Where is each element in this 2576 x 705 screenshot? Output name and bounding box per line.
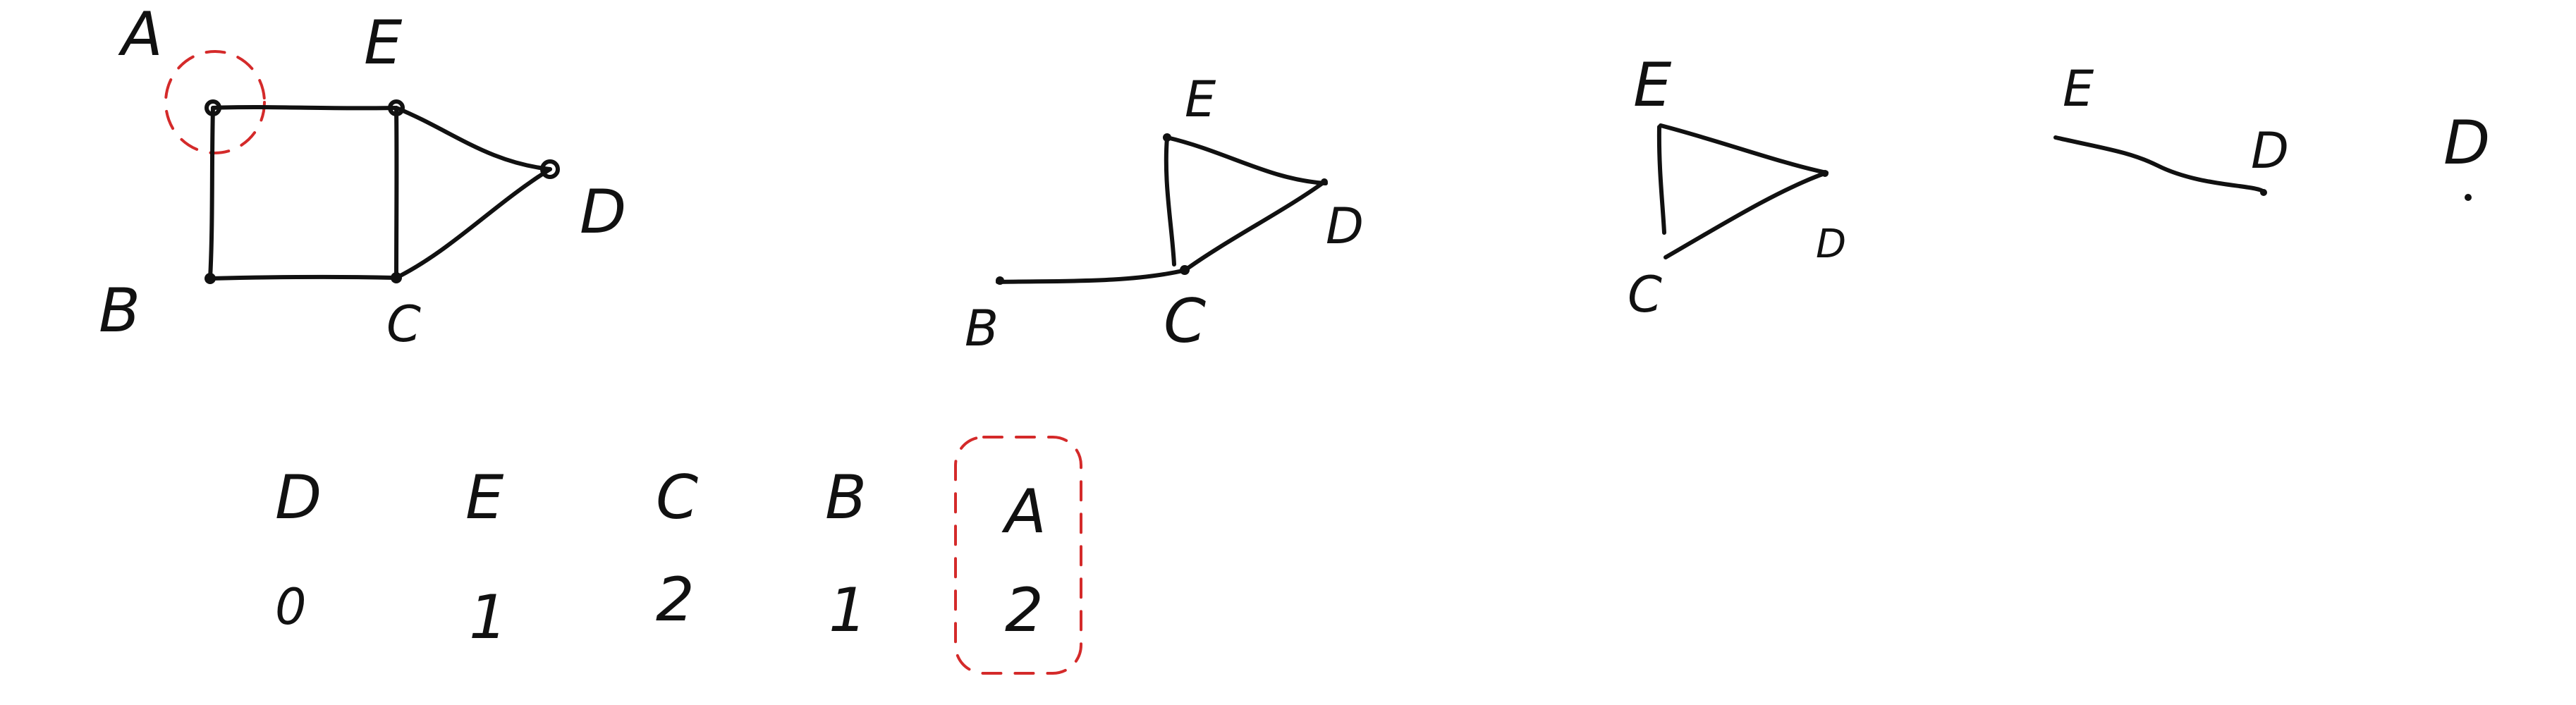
edge-e-d: [2053, 135, 2266, 194]
label-e: E: [1633, 50, 1672, 121]
node-d: [1821, 170, 1829, 177]
label-d: D: [1326, 197, 1364, 255]
label-e: E: [364, 8, 403, 78]
highlight-box-a: [954, 436, 1082, 675]
table-vertex: E: [465, 462, 504, 533]
order-table: D E C B A 0 1 2 1 2: [275, 436, 1082, 675]
node-c: [1180, 265, 1190, 275]
graph-4: E D: [2053, 60, 2289, 196]
node-d: [1321, 178, 1328, 185]
graph-5: D: [2443, 108, 2490, 201]
edge-b-c: [208, 274, 397, 281]
table-vertex: D: [275, 462, 322, 533]
graph-1: A E D B C: [99, 0, 626, 353]
label-c: C: [386, 295, 421, 353]
graph-2: E D C B: [965, 70, 1364, 357]
label-e: E: [2063, 60, 2094, 118]
node-c: [391, 272, 402, 283]
label-b: B: [99, 276, 140, 346]
edge-e-c: [1656, 125, 1666, 235]
table-vertex: B: [825, 462, 867, 533]
edge-e-d: [1659, 123, 1829, 175]
label-d: D: [1816, 221, 1846, 267]
edge-c-d: [394, 167, 552, 280]
label-c: C: [1164, 286, 1206, 357]
table-value: 2: [656, 565, 695, 635]
label-b: B: [965, 300, 999, 357]
table-value: 1: [469, 582, 508, 653]
table-value: 1: [829, 575, 867, 646]
edge-c-d: [1664, 171, 1829, 259]
label-d: D: [2251, 122, 2289, 180]
node-a: [205, 99, 221, 116]
edge-e-d: [394, 106, 552, 171]
label-c: C: [1628, 266, 1662, 324]
edge-a-b: [208, 106, 215, 281]
highlight-circle-a: [164, 50, 266, 154]
table-vertex: C: [656, 462, 698, 533]
label-d: D: [2443, 108, 2490, 178]
node-d: [540, 159, 560, 179]
label-d: D: [580, 177, 626, 247]
node-e: [388, 99, 405, 116]
edge-a-e: [211, 105, 397, 111]
edge-b-c: [996, 268, 1188, 284]
edge-e-d: [1165, 135, 1328, 185]
node-b: [205, 273, 216, 284]
node-b: [996, 276, 1004, 285]
label-e: E: [1185, 70, 1216, 128]
label-a: A: [118, 0, 163, 70]
table-value: 2: [1005, 575, 1044, 646]
graph-3: E D C: [1628, 50, 1846, 324]
table-value: 0: [275, 578, 307, 636]
node-e: [1163, 133, 1171, 142]
table-vertex: A: [1001, 477, 1046, 547]
node-d: [2465, 194, 2472, 201]
edge-e-c: [1164, 135, 1176, 266]
edge-c-d: [1181, 180, 1326, 274]
node-d: [2260, 189, 2267, 196]
